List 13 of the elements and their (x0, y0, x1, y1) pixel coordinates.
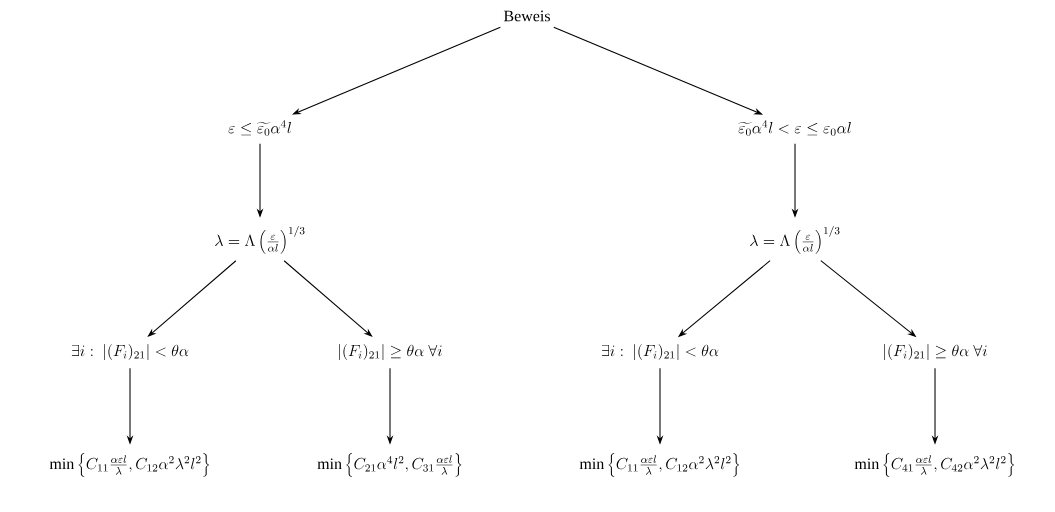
formula-text: $|(F_i)_{21}| \geq \theta\alpha\ \forall i$ (339, 344, 442, 360)
formula-text: $|(F_i)_{21}| \geq \theta\alpha\ \forall i$ (884, 344, 987, 360)
formula-text: $\min\left\{C_{11}\frac{\alpha\varepsilon l}{\lambda}, C_{12}\alpha^2\lambda^2 l^2\right\}$ (49, 453, 209, 477)
formula-text: $\exists i:\ |(F_i)_{21}| < \theta\alpha$ (71, 344, 189, 360)
formula-text: $\min\left\{C_{41}\frac{\alpha\varepsilon l}{\lambda}, C_{42}\alpha^2\lambda^2 l^2\right\}$ (854, 453, 1015, 477)
formula-text: $\min\left\{C_{21}\alpha^4 l^2, C_{31}\frac{\alpha\varepsilon l}{\lambda}\right\}$ (317, 453, 462, 477)
formula-text: $\exists i:\ |(F_i)_{21}| < \theta\alpha$ (601, 344, 719, 360)
formula-text: $\min\left\{C_{11}\frac{\alpha\varepsilon l}{\lambda}, C_{12}\alpha^2\lambda^2 l^2\right\}$ (579, 453, 740, 477)
formula-text: $\lambda = \Lambda\left(\frac{\varepsilon}{\alpha l}\right)^{1/3}$ (215, 226, 305, 254)
formula-text: $\varepsilon \leq \widetilde{\varepsilon_0}\alpha^4 l$ (228, 120, 291, 136)
title-text: Beweis (503, 10, 550, 22)
formula-text: $\lambda = \Lambda\left(\frac{\varepsilon}{\alpha l}\right)^{1/3}$ (750, 226, 840, 254)
formula-text: $\widetilde{\varepsilon_0}\alpha^4 l < \varepsilon \leq \varepsilon_0 \alpha l$ (738, 120, 851, 136)
